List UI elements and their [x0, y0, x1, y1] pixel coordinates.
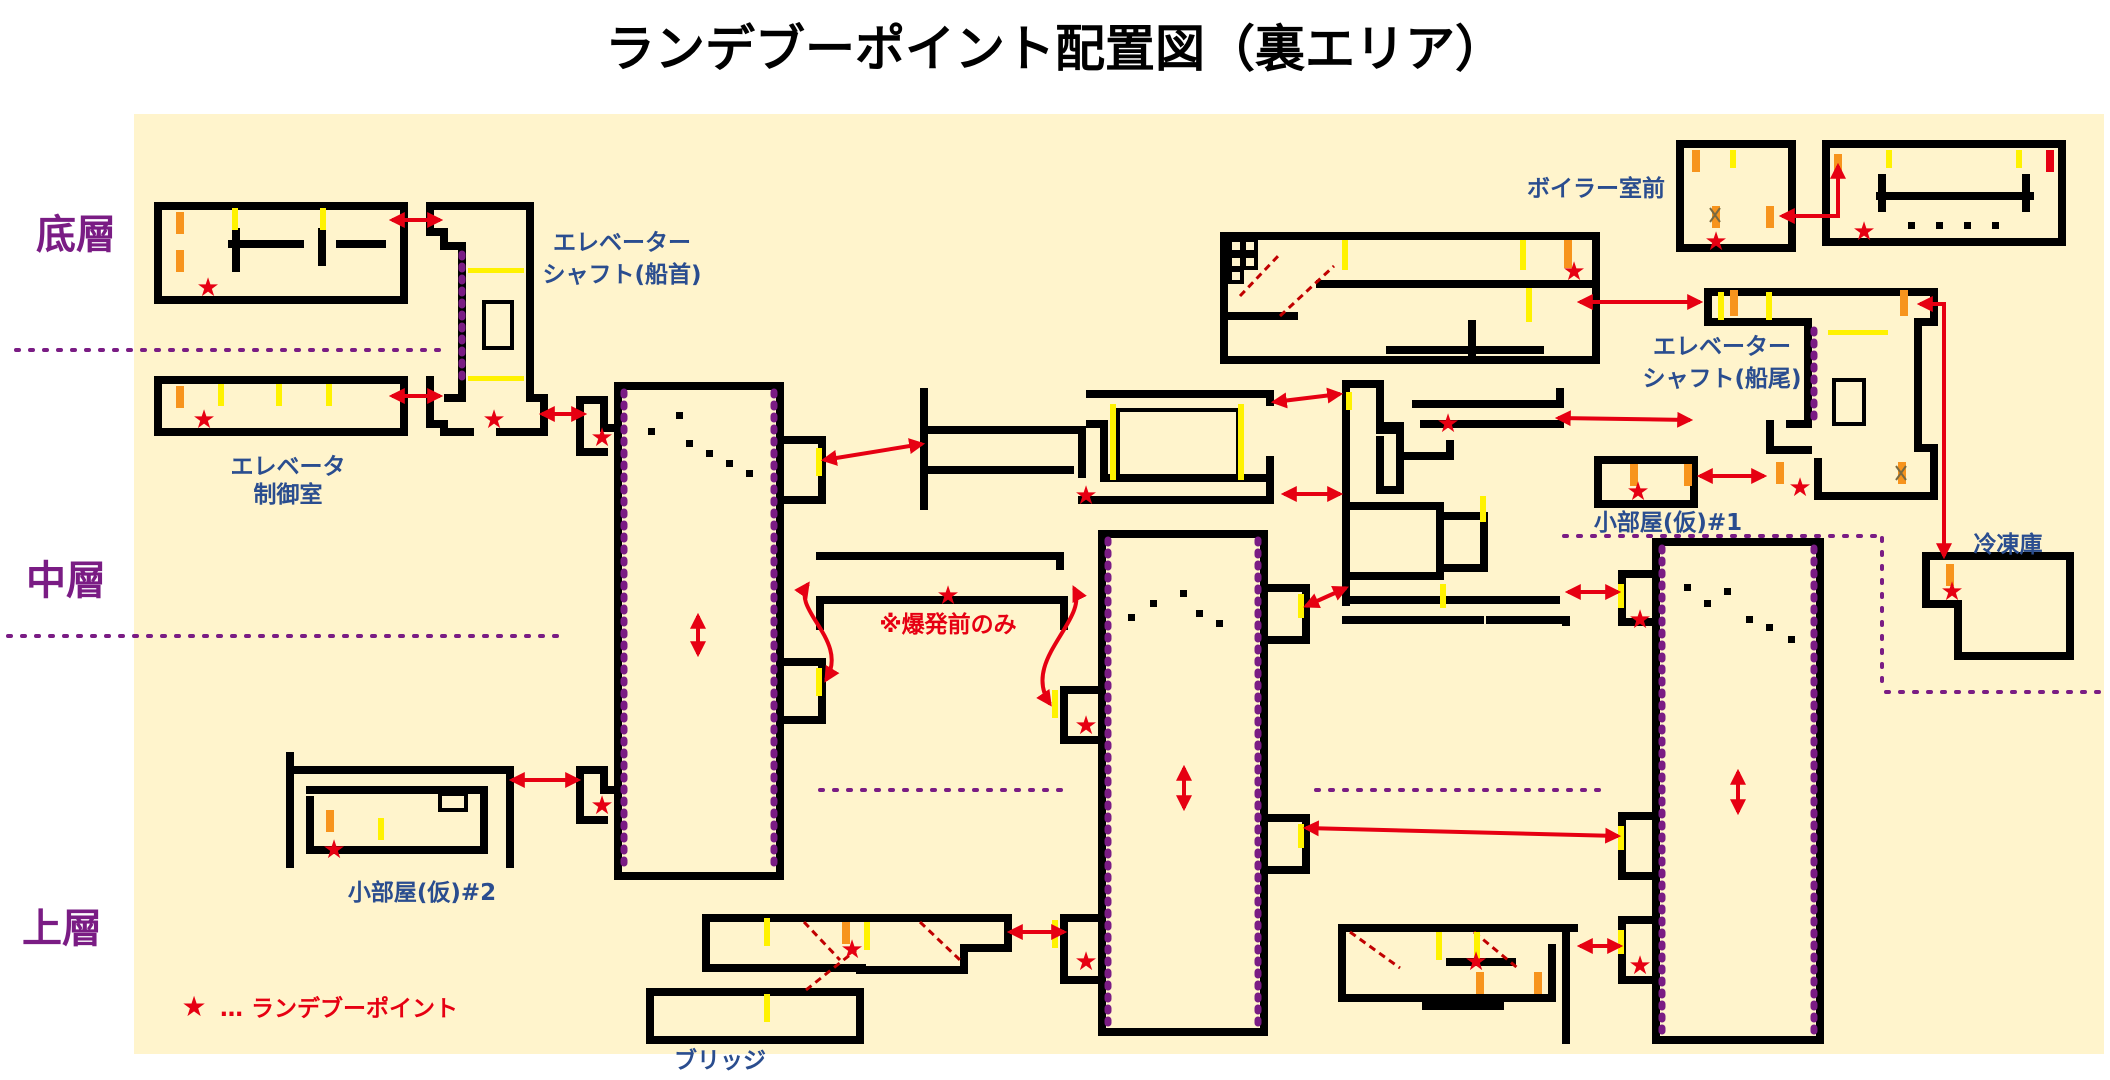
rendezvous-marker: ★ — [590, 423, 613, 453]
label-small-room-2: 小部屋(仮)#2 — [348, 879, 496, 906]
rendezvous-marker: ★ — [1626, 477, 1649, 507]
rendezvous-marker: ★ — [1464, 947, 1487, 977]
rendezvous-marker: ★ — [840, 935, 863, 965]
walls — [154, 140, 2074, 1044]
label-elevator-shaft-stern-1: エレベーター — [1653, 334, 1791, 360]
hall-dots — [648, 222, 1999, 643]
storage-crates — [1228, 238, 1258, 284]
label-elevator-shaft-stern-2: シャフト(船尾) — [1642, 365, 1801, 392]
label-small-room-1: 小部屋(仮)#1 — [1594, 509, 1742, 536]
label-boiler-front: ボイラー室前 — [1527, 175, 1665, 202]
label-freezer: 冷凍庫 — [1974, 531, 2043, 558]
rendezvous-marker: ★ — [1788, 473, 1811, 503]
note-before-explosion: ※爆発前のみ — [879, 611, 1016, 638]
room-labels: エレベーター シャフト(船首) エレベータ 制御室 ボイラー室前 エレベーター … — [231, 175, 2043, 1074]
legend: ★ … ランデブーポイント — [181, 990, 458, 1023]
rendezvous-marker: ★ — [482, 405, 505, 435]
floor-label-upper: 上層 — [22, 906, 102, 952]
label-elevator-control-1: エレベータ — [231, 454, 346, 480]
rendezvous-marker: ★ — [936, 581, 959, 611]
legend-text: … ランデブーポイント — [220, 995, 458, 1022]
rendezvous-marker: ★ — [322, 835, 345, 865]
rendezvous-marker: ★ — [1940, 577, 1963, 607]
stairs — [802, 252, 1521, 992]
rendezvous-marker: ★ — [192, 405, 215, 435]
rendezvous-marker: ★ — [1704, 227, 1727, 257]
blocked-marks — [1709, 207, 1907, 481]
hull-dots — [458, 250, 1818, 1038]
map-background — [134, 114, 2104, 1054]
rendezvous-marker: ★ — [1852, 217, 1875, 247]
rendezvous-marker: ★ — [1628, 951, 1651, 981]
rendezvous-marker: ★ — [1074, 711, 1097, 741]
rendezvous-marker: ★ — [1562, 257, 1585, 287]
rendezvous-markers: ★ ★ ★ ★ ★ ★ ★ ★ ★ ★ ★ ★ ★ ★ ★ ★ ★ ★ ★ ★ … — [192, 217, 1963, 981]
floor-label-bottom: 底層 — [36, 212, 116, 258]
rendezvous-marker: ★ — [1074, 947, 1097, 977]
rendezvous-marker: ★ — [590, 791, 613, 821]
rendezvous-marker: ★ — [1436, 409, 1459, 439]
label-bridge: ブリッジ — [674, 1047, 766, 1074]
label-elevator-shaft-bow-1: エレベーター — [553, 230, 691, 256]
connection-arrows — [388, 162, 1952, 954]
legend-marker: ★ — [181, 990, 206, 1023]
label-elevator-shaft-bow-2: シャフト(船首) — [542, 261, 701, 288]
rendezvous-marker: ★ — [1628, 605, 1651, 635]
floor-label-middle: 中層 — [26, 558, 106, 604]
rendezvous-marker: ★ — [196, 273, 219, 303]
floor-separators — [6, 348, 2108, 792]
rendezvous-marker: ★ — [1074, 481, 1097, 511]
label-elevator-control-2: 制御室 — [254, 481, 323, 508]
map-title: ランデブーポイント配置図（裏エリア） — [605, 20, 1505, 78]
